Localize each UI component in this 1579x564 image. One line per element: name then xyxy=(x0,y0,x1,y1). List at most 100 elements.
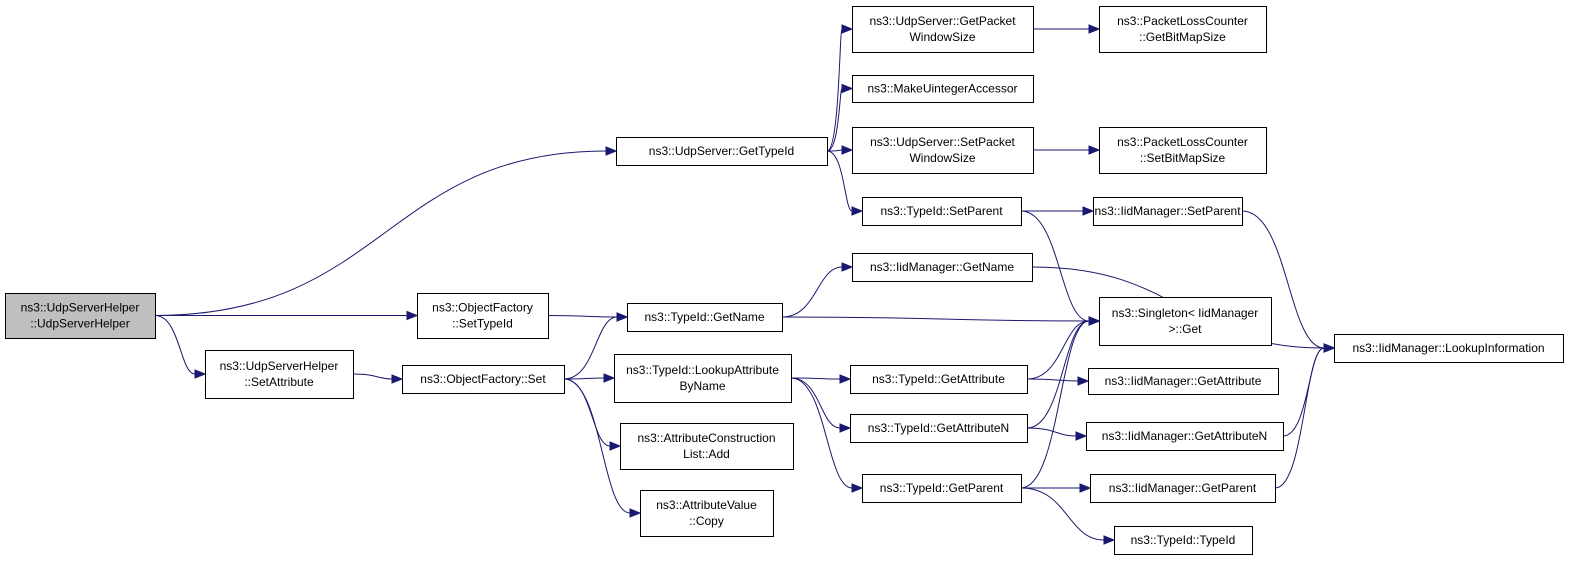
node-label: ns3::ObjectFactory xyxy=(432,301,533,315)
graph-node[interactable]: ns3::IidManager::GetParent xyxy=(1090,474,1276,503)
edge-line xyxy=(1026,320,1090,380)
node-label: ns3::TypeId::GetAttributeN xyxy=(868,421,1009,435)
node-label: ns3::PacketLossCounter xyxy=(1117,14,1248,28)
node-box xyxy=(1114,526,1253,555)
graph-node[interactable]: ns3::IidManager::SetParent xyxy=(1093,197,1243,226)
node-label: ns3::UdpServer::GetPacket xyxy=(869,14,1016,28)
node-label: ::SetBitMapSize xyxy=(1140,151,1226,165)
arrowhead xyxy=(841,145,854,155)
node-label: ns3::AttributeValue xyxy=(656,498,757,512)
graph-node[interactable]: ns3::IidManager::GetName xyxy=(852,253,1033,282)
node-label: WindowSize xyxy=(909,151,975,165)
arrowhead xyxy=(391,374,404,384)
graph-node[interactable]: ns3::PacketLossCounter::GetBitMapSize xyxy=(1099,6,1267,53)
node-label: ByName xyxy=(679,379,725,393)
node-label: ::SetTypeId xyxy=(452,317,513,331)
root-node-box xyxy=(5,293,156,339)
node-label: ns3::TypeId::LookupAttribute xyxy=(626,363,779,377)
arrowhead xyxy=(839,423,852,433)
edge-line xyxy=(826,149,843,152)
node-box xyxy=(205,350,354,399)
node-box xyxy=(402,365,565,394)
node-box xyxy=(1099,6,1267,53)
graph-node[interactable]: ns3::TypeId::TypeId xyxy=(1114,526,1253,555)
node-box xyxy=(862,197,1022,226)
graph-node[interactable]: ns3::IidManager::GetAttribute xyxy=(1088,368,1279,395)
edge-line xyxy=(826,28,843,152)
graph-node[interactable]: ns3::AttributeValue::Copy xyxy=(640,490,774,537)
edge-line xyxy=(1026,320,1090,429)
nodes-layer: ns3::UdpServerHelper::UdpServerHelperns3… xyxy=(5,6,1564,555)
edges-layer xyxy=(154,24,1336,545)
node-label: ns3::TypeId::TypeId xyxy=(1131,533,1236,547)
arrowhead xyxy=(1323,343,1336,353)
node-box xyxy=(852,127,1034,174)
node-label: ::Copy xyxy=(689,514,724,528)
graph-node[interactable]: ns3::MakeUintegerAccessor xyxy=(852,75,1034,103)
graph-node[interactable]: ns3::TypeId::GetAttribute xyxy=(850,365,1028,394)
node-label: ns3::IidManager::LookupInformation xyxy=(1352,341,1544,355)
graph-node[interactable]: ns3::Singleton< IidManager>::Get xyxy=(1099,297,1272,346)
arrowhead xyxy=(609,441,622,451)
node-box xyxy=(1099,297,1272,346)
graph-node[interactable]: ns3::ObjectFactory::Set xyxy=(402,365,565,394)
graph-node[interactable]: ns3::UdpServer::GetTypeId xyxy=(616,137,828,166)
node-box xyxy=(852,253,1033,282)
node-label: ns3::TypeId::GetName xyxy=(644,310,764,324)
arrowhead xyxy=(406,310,419,321)
graph-node[interactable]: ns3::TypeId::SetParent xyxy=(862,197,1022,226)
node-box xyxy=(417,293,549,339)
edge-line xyxy=(826,88,843,152)
edge-line xyxy=(563,378,631,514)
node-box xyxy=(616,137,828,166)
node-box xyxy=(1093,197,1243,226)
node-label: ns3::IidManager::SetParent xyxy=(1094,204,1241,218)
edge-line xyxy=(781,266,843,318)
arrowhead xyxy=(629,508,642,518)
graph-node[interactable]: ns3::TypeId::GetParent xyxy=(862,474,1022,503)
edge-line xyxy=(1026,427,1077,437)
edge-line xyxy=(1020,487,1105,541)
graph-node[interactable]: ns3::UdpServerHelper::SetAttribute xyxy=(205,350,354,399)
graph-node[interactable]: ns3::ObjectFactory::SetTypeId xyxy=(417,293,549,339)
arrowhead xyxy=(841,262,854,272)
node-label: ns3::MakeUintegerAccessor xyxy=(867,82,1017,96)
node-box xyxy=(852,75,1034,103)
edge-line xyxy=(547,315,618,318)
node-box xyxy=(640,490,774,537)
node-box xyxy=(620,423,794,470)
node-box xyxy=(850,414,1028,443)
graph-node[interactable]: ns3::TypeId::GetAttributeN xyxy=(850,414,1028,443)
graph-node[interactable]: ns3::IidManager::GetAttributeN xyxy=(1086,422,1284,451)
graph-node[interactable]: ns3::IidManager::LookupInformation xyxy=(1334,334,1564,363)
node-label: ::GetBitMapSize xyxy=(1139,30,1226,44)
graph-node[interactable]: ns3::UdpServerHelper::UdpServerHelper xyxy=(5,293,156,339)
arrowhead xyxy=(841,24,854,34)
edge-line xyxy=(1020,210,1090,322)
edge-line xyxy=(790,377,841,380)
arrowhead xyxy=(1075,431,1088,441)
arrowhead xyxy=(1088,24,1101,34)
arrowhead xyxy=(851,483,864,493)
edge-line xyxy=(563,377,605,380)
arrowhead xyxy=(839,374,852,384)
node-box xyxy=(1086,422,1284,451)
edge-line xyxy=(1026,378,1079,382)
arrowhead xyxy=(605,146,618,156)
node-label: >::Get xyxy=(1168,322,1202,336)
arrowhead xyxy=(1088,145,1101,155)
graph-node[interactable]: ns3::TypeId::GetName xyxy=(627,303,783,332)
node-box xyxy=(614,354,792,403)
edge-line xyxy=(790,377,853,489)
node-box xyxy=(1088,368,1279,395)
arrowhead xyxy=(1077,376,1090,386)
node-label: ::SetAttribute xyxy=(244,375,314,389)
node-label: ns3::TypeId::SetParent xyxy=(880,204,1003,218)
graph-node[interactable]: ns3::PacketLossCounter::SetBitMapSize xyxy=(1099,127,1267,174)
edge-line xyxy=(1274,347,1325,489)
